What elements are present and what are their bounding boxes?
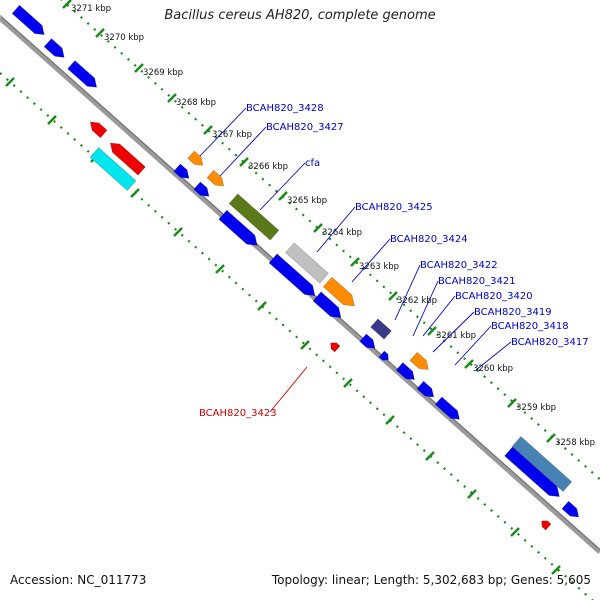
scale-tick — [350, 257, 360, 267]
scale-tick — [167, 93, 177, 103]
gene-blue — [504, 446, 560, 497]
gene-label: BCAH820_3425 — [355, 202, 433, 213]
gene-label-leader — [259, 162, 306, 211]
scale-tick — [134, 63, 144, 73]
scale-tick — [239, 157, 249, 167]
gene-label: BCAH820_3422 — [420, 260, 498, 271]
tick-label: 3261 kbp — [436, 331, 476, 341]
gene-label: BCAH820_3423 — [199, 408, 277, 419]
accession-text: Accession: NC_011773 — [10, 573, 147, 587]
gene-olive — [228, 193, 280, 241]
scale-ruler-lower — [0, 72, 594, 600]
tick-label: 3270 kbp — [104, 33, 144, 43]
scale-tick-lower — [5, 77, 15, 87]
gene-label-leader — [422, 295, 456, 337]
scale-tick-lower — [385, 415, 395, 425]
gene-blue — [193, 181, 210, 197]
genome-summary-text: Topology: linear; Length: 5,302,683 bp; … — [271, 573, 591, 587]
gene-orange — [187, 150, 204, 166]
gene-steelblue — [511, 436, 573, 492]
gene-grey — [285, 242, 329, 284]
gene-label-leader — [475, 341, 512, 371]
scale-tick — [313, 223, 323, 233]
gene-label: BCAH820_3424 — [390, 234, 468, 245]
gene-red — [330, 342, 341, 353]
tick-label: 3264 kbp — [322, 228, 362, 238]
gene-blue — [218, 209, 258, 246]
gene-label: BCAH820_3427 — [266, 122, 344, 133]
gene-blue — [43, 38, 65, 58]
scale-tick-lower — [257, 301, 267, 311]
tick-label: 3260 kbp — [473, 364, 513, 374]
gene-orange — [322, 276, 355, 307]
scale-tick — [95, 28, 105, 38]
gene-label-leader — [432, 311, 475, 353]
gene-label: BCAH820_3418 — [491, 321, 569, 332]
gene-label: cfa — [305, 158, 320, 169]
tick-label: 3258 kbp — [555, 438, 595, 448]
scale-tick — [62, 0, 72, 9]
tick-label: 3268 kbp — [176, 98, 216, 108]
tick-label: 3265 kbp — [287, 196, 327, 206]
scale-tick — [203, 125, 213, 135]
scale-tick — [278, 191, 288, 201]
scale-tick — [388, 291, 398, 301]
gene-blue — [312, 291, 342, 318]
gene-blue — [11, 4, 45, 35]
gene-blue — [378, 350, 389, 361]
scale-tick-lower — [130, 188, 140, 198]
tick-label: 3259 kbp — [516, 403, 556, 413]
gene-red — [109, 142, 146, 176]
gene-blue — [173, 163, 190, 179]
gene-orange — [409, 351, 429, 370]
scale-tick-lower — [467, 489, 477, 499]
scale-tick — [464, 359, 474, 369]
gene-label: BCAH820_3420 — [455, 291, 533, 302]
scale-tick — [546, 433, 556, 443]
gene-blue — [561, 500, 580, 518]
gene-label: BCAH820_3419 — [474, 307, 552, 318]
tick-label: 3266 kbp — [248, 162, 288, 172]
tick-label: 3263 kbp — [359, 262, 399, 272]
gene-cyan — [89, 147, 137, 191]
scale-tick-lower — [215, 264, 225, 274]
gene-label-leader — [394, 264, 421, 321]
gene-label-leader — [219, 126, 267, 177]
scale-tick-lower — [173, 227, 183, 237]
gene-blue — [416, 380, 435, 398]
gene-label-leader — [412, 280, 439, 337]
gene-blue — [67, 60, 98, 88]
scale-tick-lower — [343, 378, 353, 388]
gene-label-leader — [199, 107, 247, 157]
scale-tick-lower — [425, 451, 435, 461]
gene-label-leader — [316, 206, 356, 253]
tick-label: 3269 kbp — [143, 68, 183, 78]
gene-purple — [370, 318, 392, 340]
gene-label-leader — [351, 238, 391, 283]
gene-label: BCAH820_3428 — [246, 103, 324, 114]
tick-label: 3262 kbp — [397, 296, 437, 306]
gene-orange — [206, 169, 225, 187]
gene-label: BCAH820_3417 — [511, 337, 589, 348]
scale-tick — [427, 326, 437, 336]
gene-blue — [434, 396, 460, 420]
scale-tick-lower — [551, 565, 561, 575]
gene-blue — [359, 333, 376, 349]
gene-label: BCAH820_3421 — [438, 276, 516, 287]
tick-label: 3267 kbp — [212, 130, 252, 140]
gene-red — [541, 520, 552, 531]
genome-title: Bacillus cereus AH820, complete genome — [164, 8, 436, 23]
gene-label-leader — [269, 366, 308, 413]
tick-label: 3271 kbp — [71, 4, 111, 14]
gene-blue — [268, 253, 316, 296]
scale-tick — [507, 398, 517, 408]
gene-blue — [395, 362, 415, 380]
gene-red — [89, 121, 108, 139]
scale-tick-lower — [47, 115, 57, 125]
scale-tick-lower — [510, 527, 520, 537]
gene-label-leader — [454, 325, 492, 366]
scale-tick-lower — [300, 340, 310, 350]
